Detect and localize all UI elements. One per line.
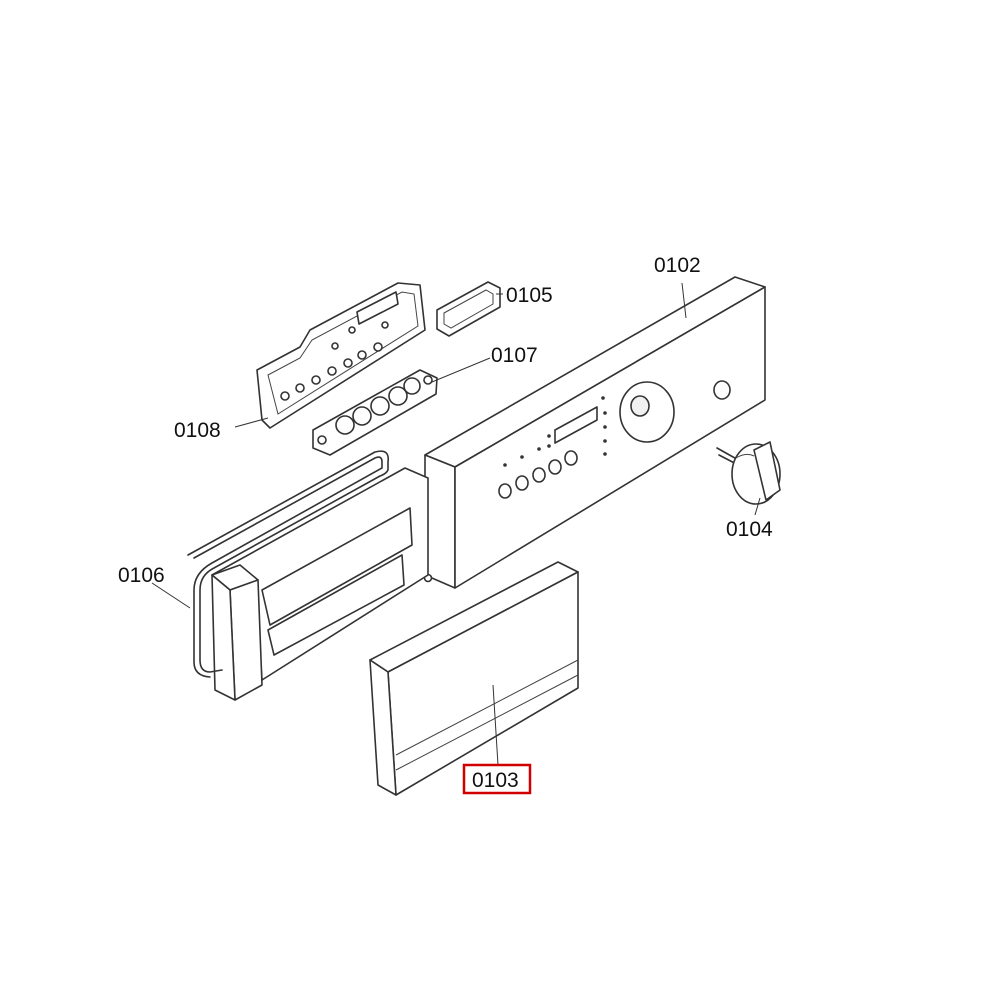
display-window [554,406,598,444]
leader-lines [151,282,761,766]
label-0102: 0102 [654,254,701,277]
drawer-frame [211,467,429,701]
part-0105-display-lens [436,281,501,337]
label-0107: 0107 [491,344,538,367]
label-0104: 0104 [726,518,773,541]
part-0107-button-holder [312,369,438,456]
part-0103-drawer-cover [369,561,579,796]
part-0108-control-board [256,282,426,429]
highlight-box [462,763,532,795]
part-0102-control-panel [423,276,766,589]
small-knob-hole [713,380,731,400]
label-0106: 0106 [118,564,165,587]
part-0106-gasket [187,450,390,678]
part-0104-knob [716,441,781,505]
label-0103: 0103 [472,769,519,792]
label-0105: 0105 [506,284,553,307]
label-0108: 0108 [174,419,221,442]
